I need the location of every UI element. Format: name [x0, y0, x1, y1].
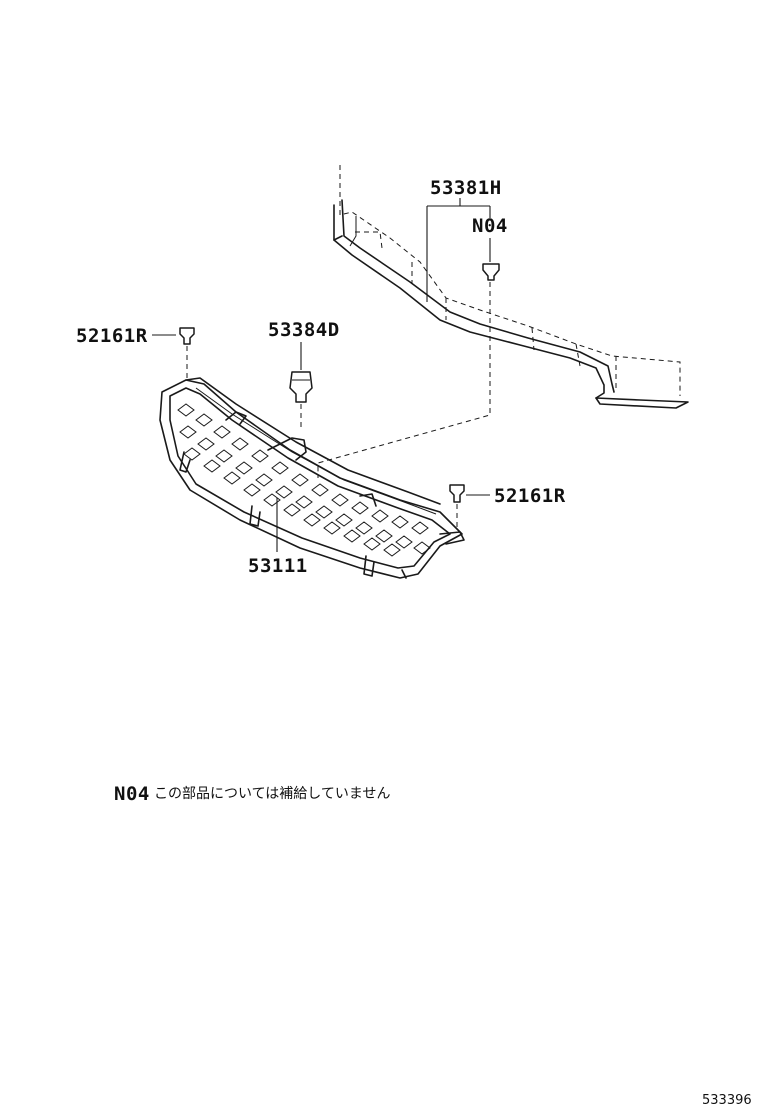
clip-n04	[482, 238, 500, 281]
leader-53381h	[426, 198, 491, 302]
label-52161r-left: 52161R	[76, 325, 148, 347]
grille-mesh	[177, 403, 431, 557]
label-n04: N04	[472, 215, 508, 237]
note-code: N04	[114, 783, 150, 805]
label-53111: 53111	[248, 555, 308, 577]
bracket-53384d	[289, 342, 313, 430]
label-53384d: 53384D	[268, 319, 340, 341]
upper-molding-53381h	[333, 165, 689, 409]
radiator-grille-53111	[159, 377, 465, 579]
label-52161r-right: 52161R	[494, 485, 566, 507]
label-53381h: 53381H	[430, 177, 502, 199]
diagram-id: 533396	[702, 1093, 752, 1108]
note-text: この部品については補給していません	[154, 786, 390, 802]
clip-52161r-right	[449, 484, 490, 528]
assembly-line-n04	[317, 282, 491, 478]
clip-52161r-left	[152, 327, 195, 380]
